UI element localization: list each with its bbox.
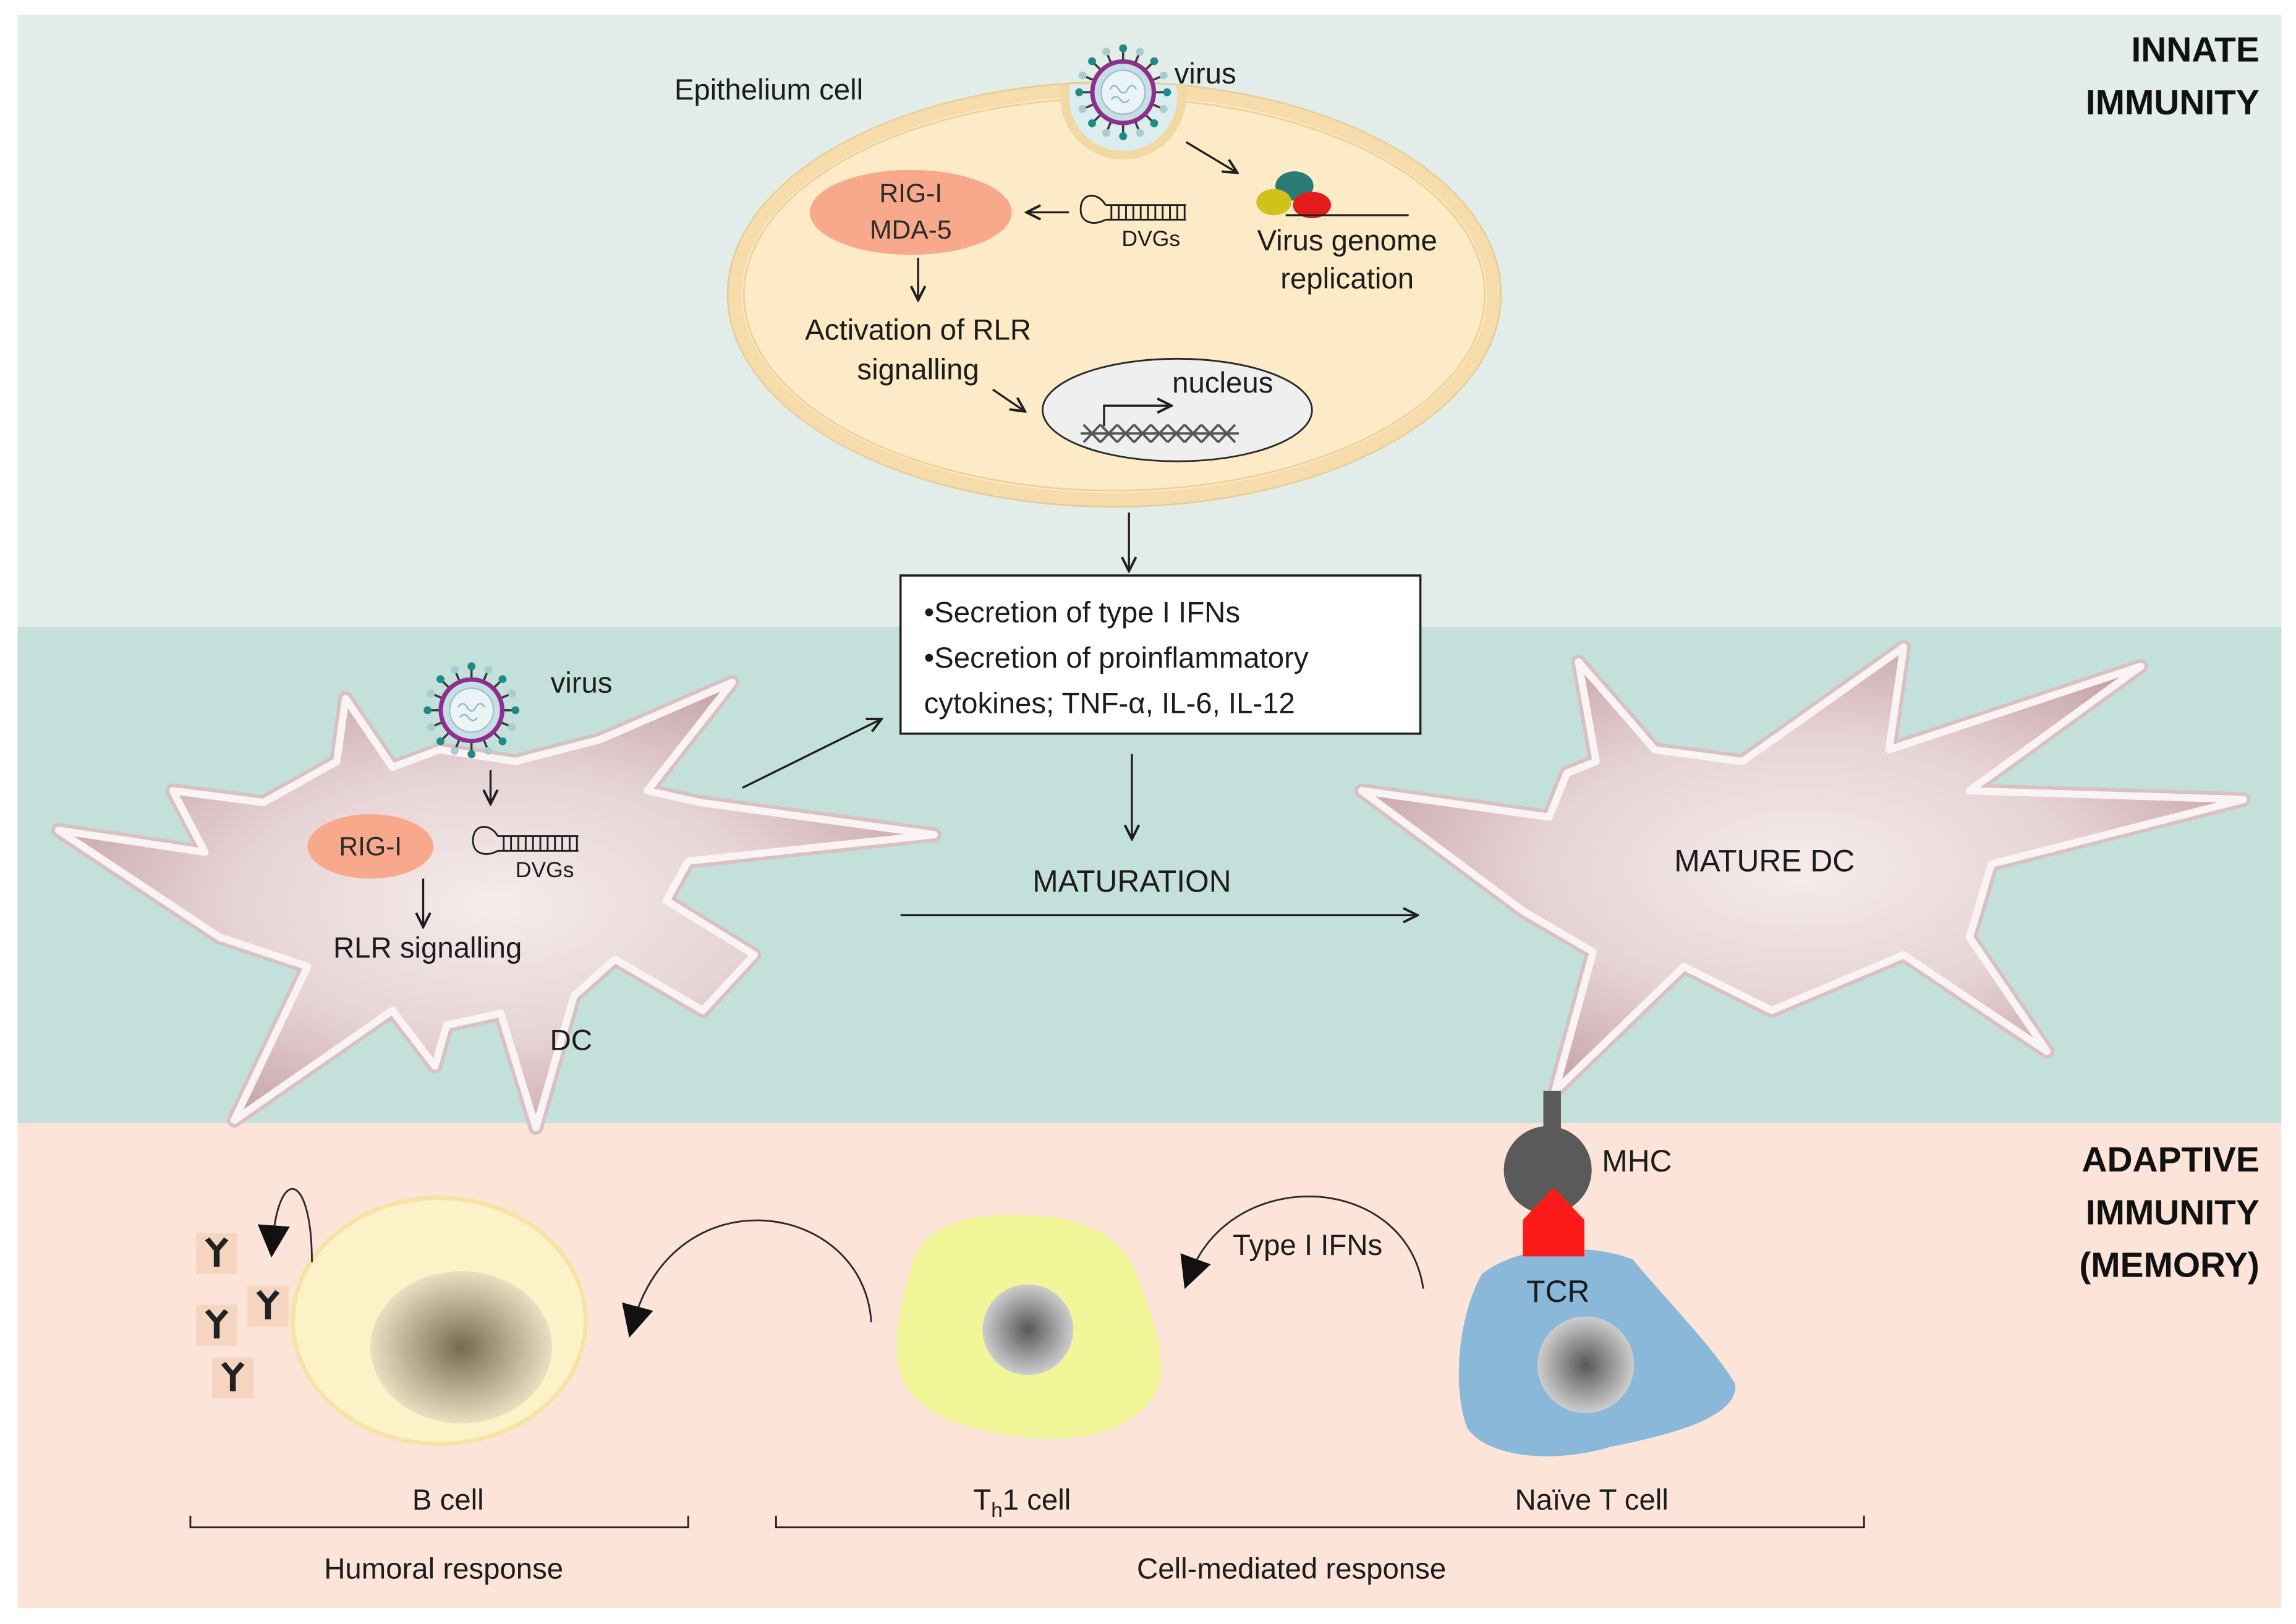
secretion-line3: cytokines; TNF-α, IL-6, IL-12 <box>924 687 1295 720</box>
humoral-response-label: Humoral response <box>324 1553 563 1586</box>
virus-icon-epithelium <box>1075 45 1171 140</box>
naive-t-cell-nucleus <box>1537 1316 1635 1413</box>
activation-label-line2: signalling <box>857 354 979 386</box>
arrow-type-i-ifns <box>1180 1196 1424 1290</box>
antibody-icon <box>247 1285 289 1327</box>
dc-dvgs-label: DVGs <box>516 857 574 882</box>
adaptive-label-line2: IMMUNITY <box>2086 1193 2260 1232</box>
replication-label-line1: Virus genome <box>1257 224 1437 257</box>
dc-virus-label: virus <box>551 666 613 699</box>
dc-signalling-label: RLR signalling <box>333 932 522 964</box>
th1-subscript: h <box>991 1499 1002 1522</box>
th1-cell-label: Th1 cell <box>973 1484 1071 1522</box>
secretion-box <box>899 574 1422 735</box>
innate-label-line1: INNATE <box>2131 30 2259 69</box>
b-cell-label: B cell <box>412 1484 484 1516</box>
mature-dendritic-cell <box>1354 640 2251 1099</box>
dendritic-cell <box>51 675 942 1135</box>
innate-label-line2: IMMUNITY <box>2086 83 2260 122</box>
nucleus <box>1042 357 1313 462</box>
arrow-th1-to-b-cell <box>622 1219 872 1338</box>
mhc-molecule <box>1503 1090 1592 1214</box>
cell-mediated-response-label: Cell-mediated response <box>1137 1553 1446 1586</box>
mhc-label: MHC <box>1602 1144 1672 1178</box>
adaptive-label-line1: ADAPTIVE <box>2081 1141 2259 1180</box>
receptor-label-rig-i: RIG-I <box>879 179 942 208</box>
antibody-icon <box>196 1233 237 1274</box>
replication-label-line2: replication <box>1280 263 1414 295</box>
th1-cell-nucleus <box>982 1284 1074 1375</box>
adaptive-label-line3: (MEMORY) <box>2079 1246 2259 1285</box>
cell-mediated-bracket <box>775 1515 1865 1529</box>
arrow-activation-to-nucleus <box>992 388 1025 412</box>
rig-i-mda5-receptor <box>809 169 1012 255</box>
dna-helix-icon <box>1081 423 1239 443</box>
antibody-icon <box>212 1357 253 1399</box>
arrow-virus-to-replication <box>1185 141 1238 173</box>
virus-icon-dc <box>423 662 519 758</box>
epithelium-virus-label: virus <box>1175 57 1236 90</box>
activation-label-line1: Activation of RLR <box>805 314 1031 347</box>
mhc-head <box>1503 1126 1592 1214</box>
tcr-receptor <box>1523 1188 1584 1257</box>
naive-t-cell-label: Naïve T cell <box>1515 1484 1669 1516</box>
secretion-line1: •Secretion of type I IFNs <box>924 597 1240 629</box>
secretion-line2: •Secretion of proinflammatory <box>924 642 1309 674</box>
th1-main: T <box>973 1484 991 1516</box>
mature-dc-label: MATURE DC <box>1674 843 1855 878</box>
dc-label: DC <box>550 1024 592 1056</box>
epithelium-dvgs-label: DVGs <box>1121 226 1180 251</box>
type-i-ifns-label: Type I IFNs <box>1233 1229 1382 1262</box>
transcription-arrow <box>1103 406 1171 427</box>
arrow-dc-to-secretion <box>742 719 882 789</box>
tcr-label: TCR <box>1526 1274 1589 1309</box>
epithelium-cell-title: Epithelium cell <box>674 74 863 106</box>
nucleus-label: nucleus <box>1172 367 1273 399</box>
arrow-b-cell-antibody-release <box>257 1188 313 1262</box>
virus-replication-complex-icon <box>1256 171 1409 218</box>
dc-rig-i-receptor <box>307 814 434 879</box>
antibody-icon <box>196 1304 237 1346</box>
receptor-label-mda5: MDA-5 <box>870 215 952 245</box>
humoral-bracket <box>189 1515 689 1529</box>
th1-rest: 1 cell <box>1003 1484 1071 1516</box>
b-cell-nucleus <box>370 1271 552 1424</box>
maturation-label: MATURATION <box>1032 864 1231 899</box>
dc-receptor-label: RIG-I <box>339 831 402 861</box>
